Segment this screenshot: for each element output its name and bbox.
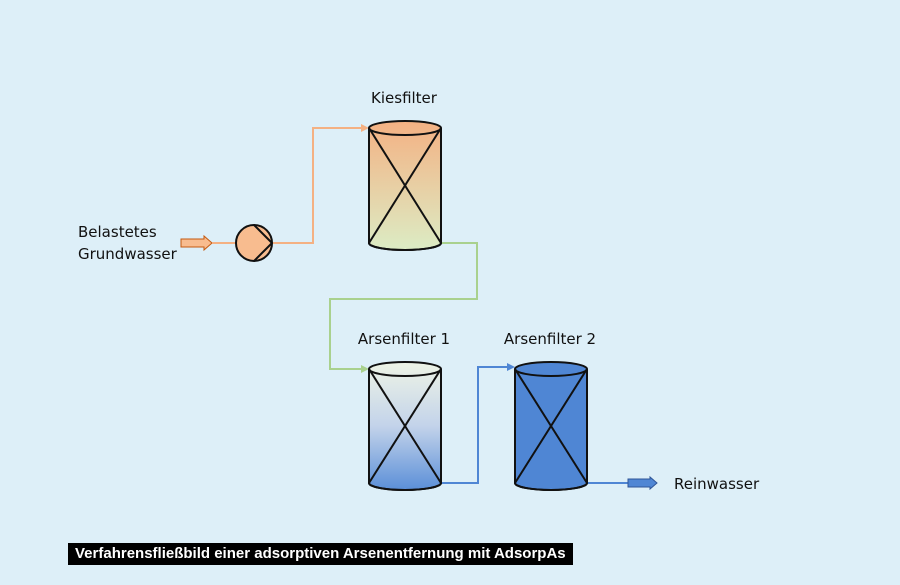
arsenic1-to-arsenic2-pipe <box>440 366 509 484</box>
gravel-filter-vessel <box>368 120 442 251</box>
gravel-to-arsenic-pipe-arrowhead <box>361 365 369 373</box>
pump <box>235 224 273 262</box>
arsenic-filter-2-vessel <box>514 361 588 491</box>
raw-water-pipe-arrowhead <box>361 124 369 132</box>
diagram-caption: Verfahrensfließbild einer adsorptiven Ar… <box>68 543 573 565</box>
source-label-line1: Belastetes <box>78 223 157 241</box>
pump-impeller-line-top <box>253 224 273 244</box>
raw-water-pipe <box>273 127 363 244</box>
gravel-filter-label: Kiesfilter <box>371 89 438 107</box>
raw-water-inlet-arrow <box>180 234 213 252</box>
source-label-line2: Grundwasser <box>78 245 178 263</box>
arsenic-filter-1-label: Arsenfilter 1 <box>358 330 450 348</box>
clean-water-outlet-arrow <box>627 475 658 491</box>
pump-body <box>235 224 273 262</box>
arsenic1-to-arsenic2-pipe-arrowhead <box>507 363 515 371</box>
gravel-to-arsenic-pipe <box>329 242 478 370</box>
pump-impeller-line-bottom <box>253 242 273 262</box>
arsenic-filter-2-label: Arsenfilter 2 <box>504 330 596 348</box>
product-label: Reinwasser <box>674 475 760 493</box>
arsenic-filter-1-vessel <box>368 361 442 491</box>
